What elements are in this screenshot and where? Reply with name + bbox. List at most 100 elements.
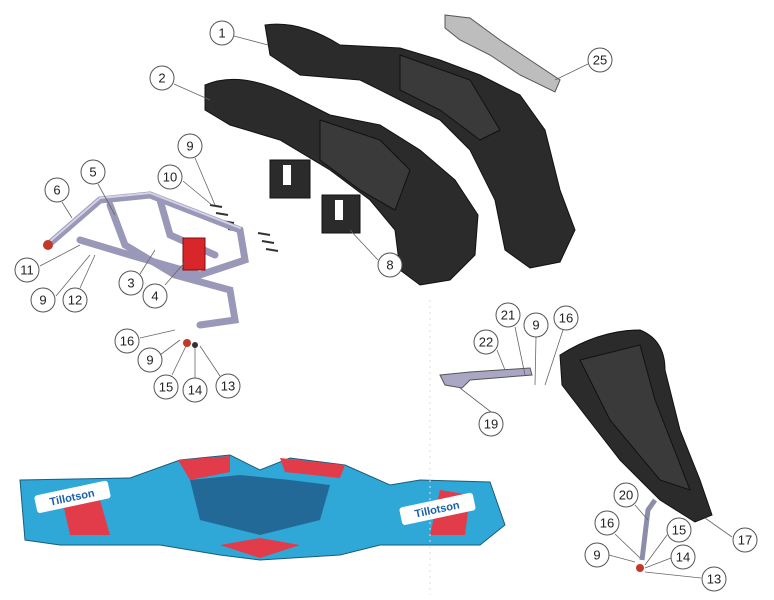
callout-label: 1 (218, 26, 225, 41)
callout-circle (14, 257, 40, 283)
callout-21: 21 (495, 302, 521, 328)
callout-label: 9 (593, 548, 600, 563)
callout-circle (473, 329, 499, 355)
callout-circle (44, 177, 70, 203)
callout-label: 19 (484, 417, 498, 432)
callout-17: 17 (732, 527, 758, 553)
callout-label: 13 (221, 379, 235, 394)
callout-circle (153, 374, 179, 400)
callout-label: 9 (532, 318, 539, 333)
callout-label: 2 (158, 71, 165, 86)
callout-circle (478, 411, 504, 437)
callout-circle (215, 373, 241, 399)
callout-16: 16 (553, 305, 579, 331)
callout-13: 13 (701, 566, 727, 592)
callout-label: 14 (676, 550, 690, 565)
callout-circle (666, 517, 692, 543)
callout-8: 8 (377, 252, 403, 278)
callout-circle (584, 542, 610, 568)
part-17-detail (579, 344, 691, 491)
callout-circle (587, 47, 613, 73)
callout-label: 25 (593, 53, 607, 68)
part-14 (192, 342, 198, 348)
callout-circle (30, 287, 56, 313)
part-1-right-sidepod (264, 23, 576, 269)
callout-2: 2 (149, 65, 175, 91)
callout-label: 4 (151, 289, 158, 304)
callout-circle (142, 283, 168, 309)
part-4-bracket (182, 237, 206, 271)
callout-15: 15 (153, 374, 179, 400)
callout-label: 5 (89, 165, 96, 180)
callout-circle (523, 312, 549, 338)
callout-label: 13 (707, 572, 721, 587)
callout-label: 9 (186, 139, 193, 154)
callout-label: 11 (20, 263, 34, 278)
callout-label: 16 (120, 334, 134, 349)
callout-circle (209, 20, 235, 46)
callout-label: 14 (188, 383, 202, 398)
callout-11: 11 (14, 257, 40, 283)
callout-9: 9 (584, 542, 610, 568)
callout-circle (732, 527, 758, 553)
part-2-left-sidepod (204, 78, 479, 286)
callout-label: 6 (53, 183, 60, 198)
callout-circle (701, 566, 727, 592)
callout-circle (149, 65, 175, 91)
part-1-detail (399, 54, 501, 141)
callout-label: 21 (501, 308, 515, 323)
callout-25: 25 (587, 47, 613, 73)
callout-14: 14 (182, 377, 208, 403)
part-20-bracket (639, 498, 658, 561)
callout-circle (377, 252, 403, 278)
callout-20: 20 (613, 482, 639, 508)
callout-label: 9 (146, 353, 153, 368)
callout-13: 13 (215, 373, 241, 399)
callout-label: 3 (127, 276, 134, 291)
callout-circle (613, 482, 639, 508)
callout-circle (594, 510, 620, 536)
callout-circle (670, 544, 696, 570)
callout-label: 10 (163, 170, 177, 185)
callout-6: 6 (44, 177, 70, 203)
callout-5: 5 (80, 159, 106, 185)
callout-16: 16 (594, 510, 620, 536)
callout-circle (137, 347, 163, 373)
callout-circle (62, 287, 88, 313)
callout-14: 14 (670, 544, 696, 570)
nose-cone: Tillotson Tillotson (19, 454, 506, 561)
part-15-front (636, 564, 644, 572)
callout-10: 10 (157, 164, 183, 190)
callout-16: 16 (114, 328, 140, 354)
callout-19: 19 (478, 411, 504, 437)
callout-label: 17 (738, 533, 752, 548)
callout-circle (80, 159, 106, 185)
callout-circle (118, 270, 144, 296)
part-2-detail (319, 119, 411, 211)
callout-label: 22 (479, 335, 493, 350)
leader-lines (39, 35, 733, 579)
part-22-bracket (439, 367, 533, 389)
callout-circle (495, 302, 521, 328)
callout-15: 15 (666, 517, 692, 543)
callout-12: 12 (62, 287, 88, 313)
callout-label: 15 (159, 380, 173, 395)
callout-circle (114, 328, 140, 354)
callout-label: 9 (39, 293, 46, 308)
callout-label: 15 (672, 523, 686, 538)
callout-3: 3 (118, 270, 144, 296)
callout-label: 20 (619, 488, 633, 503)
part-15 (183, 339, 191, 347)
callout-9: 9 (30, 287, 56, 313)
callout-label: 16 (559, 311, 573, 326)
callout-9: 9 (177, 133, 203, 159)
callout-circle (553, 305, 579, 331)
callout-9: 9 (137, 347, 163, 373)
callout-1: 1 (209, 20, 235, 46)
part-25-strip (444, 14, 561, 93)
callout-circle (182, 377, 208, 403)
callout-label: 8 (386, 258, 393, 273)
part-8-mounting-blocks (269, 159, 361, 234)
